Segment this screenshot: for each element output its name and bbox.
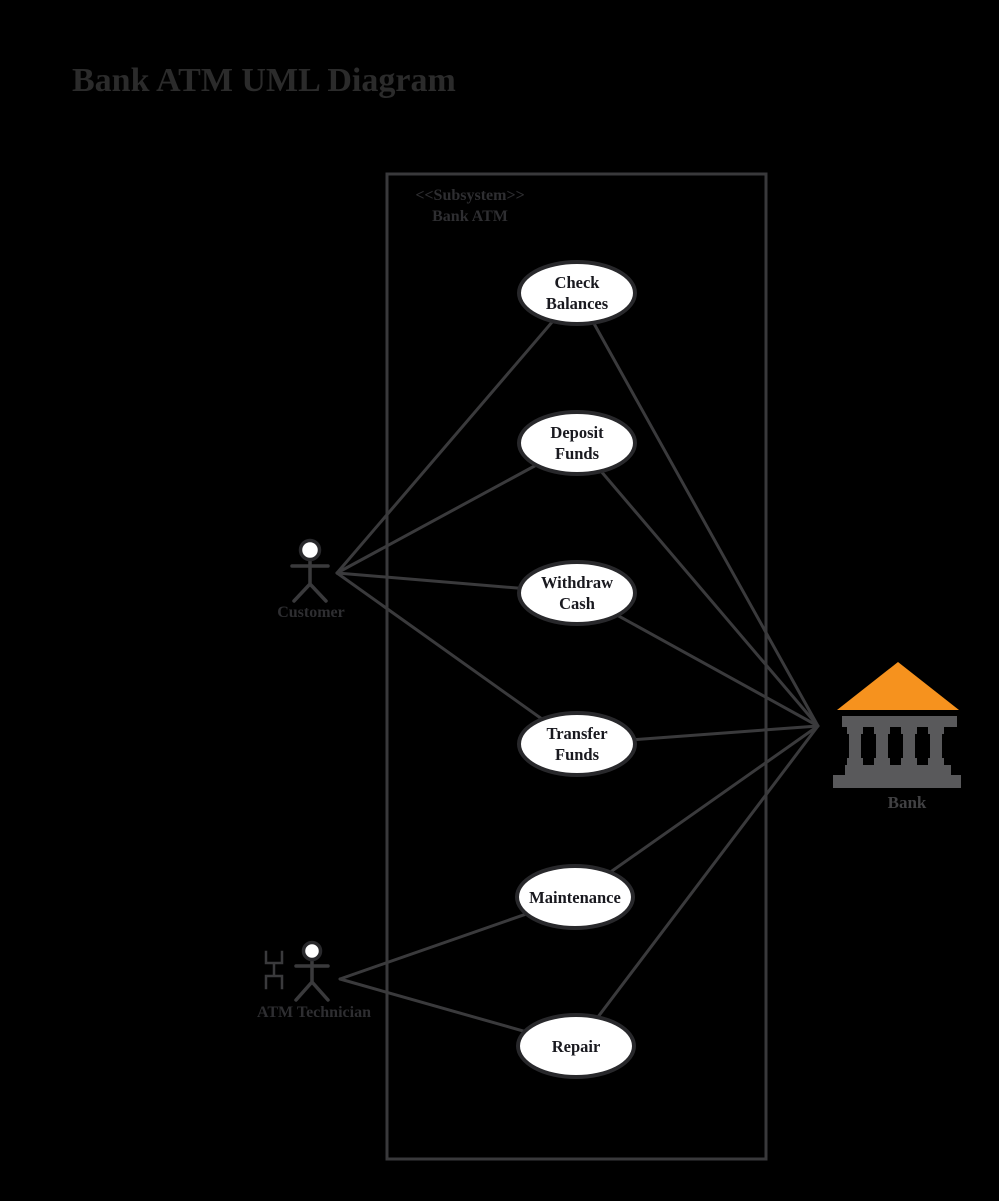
usecase-transfer-funds: Transfer Funds: [517, 711, 637, 777]
assoc-customer-check-balances: [335, 291, 579, 575]
usecase-label: Repair: [551, 1036, 601, 1056]
usecase-label: Funds: [554, 444, 600, 463]
usecase-label: Cash: [559, 594, 595, 613]
page-title: Bank ATM UML Diagram: [72, 62, 456, 99]
usecase-withdraw-cash: Withdraw Cash: [517, 560, 637, 626]
usecase-label: Funds: [554, 745, 600, 764]
usecase-label: Transfer: [546, 724, 608, 743]
technician-actor-icon: [294, 940, 330, 1002]
usecase-label: Maintenance: [529, 887, 621, 907]
customer-actor-label: Customer: [277, 604, 345, 621]
usecase-label: Withdraw: [540, 573, 614, 592]
usecase-deposit-funds: Deposit Funds: [517, 410, 637, 476]
usecase-label: Balances: [545, 294, 609, 313]
assoc-bank-repair: [574, 724, 820, 1048]
wrench-icon: [264, 950, 284, 990]
technician-actor-label: ATM Technician: [257, 1004, 371, 1021]
bank-actor-label: Bank: [887, 793, 927, 812]
subsystem-stereotype: <<Subsystem>>: [415, 187, 525, 204]
usecase-check-balances: Check Balances: [517, 260, 637, 326]
assoc-customer-transfer-funds: [335, 571, 579, 746]
bank-building-icon: [833, 662, 961, 788]
subsystem-name: Bank ATM: [432, 208, 508, 225]
usecase-repair: Repair: [516, 1013, 636, 1079]
association-lines: [335, 291, 820, 1048]
assoc-bank-check-balances: [575, 291, 820, 728]
subsystem-label: <<Subsystem>> Bank ATM: [395, 185, 545, 227]
usecase-maintenance: Maintenance: [515, 864, 635, 930]
assoc-bank-maintenance: [573, 724, 820, 899]
usecase-label: Check: [554, 273, 600, 292]
assoc-bank-deposit-funds: [575, 441, 820, 728]
bank-roof: [837, 662, 959, 710]
usecase-label: Deposit: [550, 423, 604, 442]
customer-actor-icon: [290, 538, 330, 603]
